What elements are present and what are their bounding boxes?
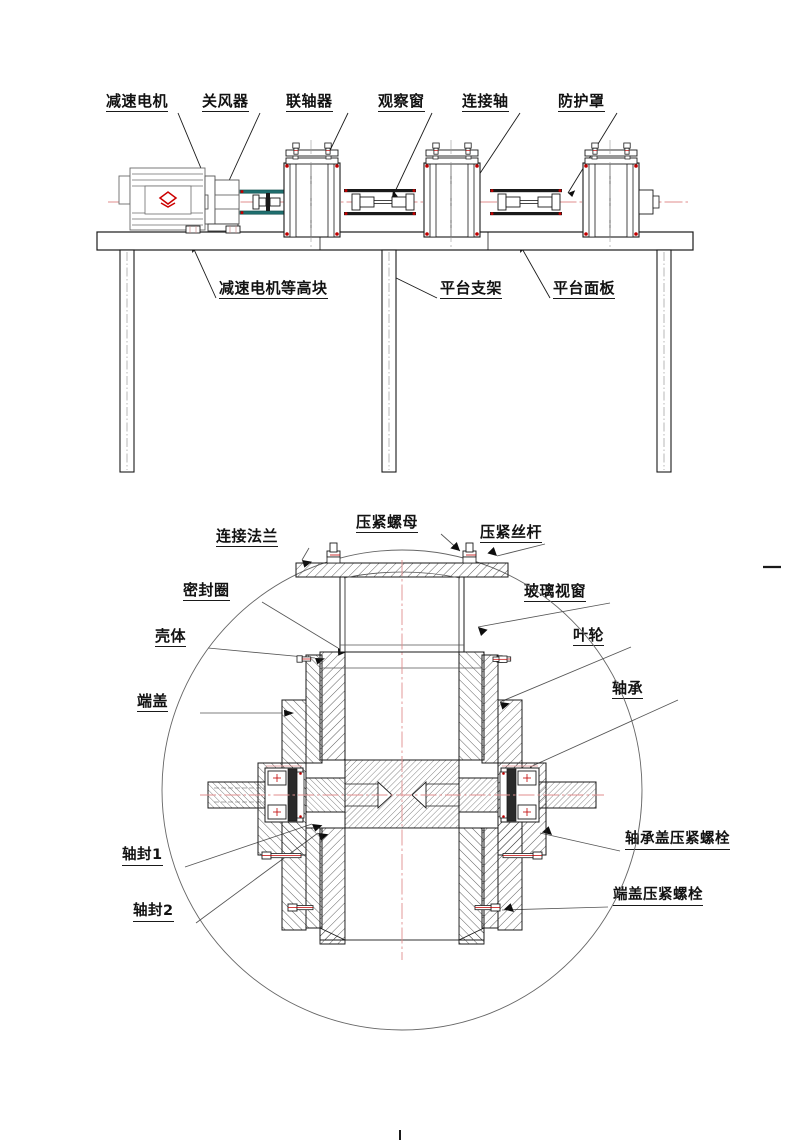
label-end-cover: 端盖 [137, 692, 169, 712]
label-impeller: 叶轮 [573, 626, 605, 646]
guard-plate-bottom [239, 210, 291, 215]
label-connecting-flange: 连接法兰 [216, 527, 279, 547]
connecting-shaft-module-1 [344, 189, 416, 216]
label-shaft-seal-1: 轴封1 [122, 848, 163, 866]
label-motor-spacer-block: 减速电机等高块 [219, 279, 328, 299]
sealing-ring-bolt-right [492, 655, 508, 663]
section-view-group [161, 533, 679, 1031]
motor-spacer-block-shape [185, 225, 241, 234]
label-bearing: 轴承 [612, 679, 644, 699]
air-shutter-section-body [200, 542, 604, 960]
assembly-view-group [96, 112, 694, 473]
label-glass-sight-window: 玻璃视窗 [524, 582, 587, 602]
label-connecting-shaft: 连接轴 [462, 92, 509, 112]
assembly-leaders-bottom [191, 244, 551, 299]
housing-upper-shape [305, 651, 499, 764]
section-leaders [184, 533, 679, 924]
label-air-shutter: 关风器 [202, 92, 249, 112]
clamp-screw-assembly [326, 542, 477, 564]
label-platform-panel: 平台面板 [553, 279, 616, 299]
label-protective-cover: 防护罩 [558, 92, 605, 112]
housing-module-1 [283, 140, 341, 250]
bearing-cap-clamp-bolt-shape [261, 851, 543, 860]
motor-emblem-icon [158, 191, 178, 208]
label-observation-window: 观察窗 [378, 92, 425, 112]
geared-motor-shape [118, 167, 240, 232]
label-coupling: 联轴器 [286, 92, 333, 112]
housing-module-2 [423, 140, 481, 250]
housing-corner-bolts-2 [425, 164, 479, 236]
label-end-cover-clamp-bolt: 端盖压紧螺栓 [613, 888, 703, 906]
connecting-shaft-module-2 [490, 189, 562, 216]
label-geared-motor: 减速电机 [106, 92, 169, 112]
label-sealing-ring: 密封圈 [183, 581, 230, 601]
label-platform-bracket: 平台支架 [440, 279, 503, 299]
platform-legs [119, 249, 672, 473]
label-clamp-screw: 压紧丝杆 [480, 523, 543, 543]
label-bearing-cap-clamp-bolt: 轴承盖压紧螺栓 [625, 832, 730, 850]
end-cover-clamp-bolt-shape [287, 903, 501, 912]
platform-assembly [96, 231, 694, 473]
detail-circle-boundary [161, 549, 643, 1031]
label-clamp-nut: 压紧螺母 [356, 513, 419, 533]
housing-module-3 [582, 140, 660, 250]
guard-plate-top [239, 189, 291, 194]
label-shaft-seal-2: 轴封2 [133, 904, 174, 922]
housing-corner-bolts-3 [584, 164, 638, 236]
assembly-leaders-top [177, 112, 618, 199]
label-housing: 壳体 [155, 627, 187, 647]
housing-corner-bolts-1 [285, 164, 339, 236]
